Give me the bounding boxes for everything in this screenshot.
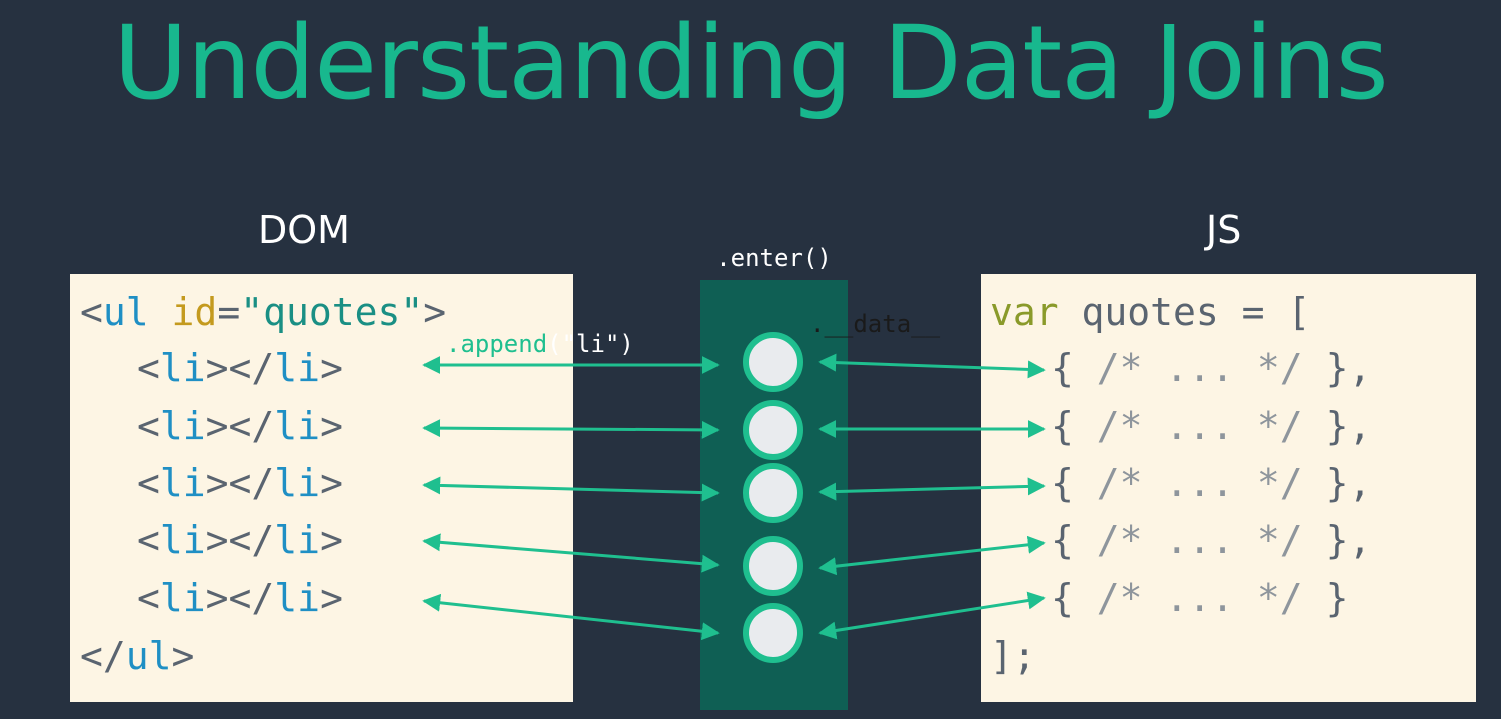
right-join-arrow — [818, 535, 1046, 576]
punct: { — [1051, 404, 1074, 448]
li-line: <li></li> — [137, 576, 343, 620]
identifier: quotes = [ — [1058, 290, 1311, 334]
punct: > — [320, 461, 343, 505]
punct: < — [137, 404, 160, 448]
tag-name: li — [274, 404, 321, 448]
tag-name: li — [159, 461, 206, 505]
punct: } — [1325, 576, 1349, 620]
punct: { — [1051, 576, 1074, 620]
append-args: ("li") — [547, 330, 634, 358]
punct: = — [217, 290, 241, 334]
punct: }, — [1325, 518, 1372, 562]
left-join-arrow — [422, 533, 720, 573]
punct: ></ — [205, 346, 275, 390]
punct: > — [171, 634, 195, 678]
punct: > — [320, 346, 343, 390]
comment: /* ... */ — [1073, 576, 1326, 620]
punct: }, — [1325, 461, 1372, 505]
js-object-line: { /* ... */ }, — [1051, 404, 1371, 448]
punct: < — [137, 346, 160, 390]
right-join-arrow — [818, 477, 1046, 501]
punct: { — [1051, 518, 1074, 562]
punct: < — [137, 461, 160, 505]
append-label: .append("li") — [446, 330, 634, 358]
left-join-arrow — [422, 419, 720, 439]
punct: > — [320, 518, 343, 562]
punct: ></ — [205, 404, 275, 448]
punct: > — [320, 576, 343, 620]
attr-name: id — [171, 290, 218, 334]
selection-node — [743, 400, 803, 460]
punct: < — [80, 290, 103, 334]
tag-name: li — [274, 518, 321, 562]
js-object-line: { /* ... */ }, — [1051, 461, 1371, 505]
comment: /* ... */ — [1073, 346, 1326, 390]
li-line: <li></li> — [137, 404, 343, 448]
comment: /* ... */ — [1073, 404, 1326, 448]
punct: ></ — [205, 518, 275, 562]
js-object-line: { /* ... */ }, — [1051, 346, 1371, 390]
attr-value: "quotes" — [240, 290, 424, 334]
page-title: Understanding Data Joins — [113, 4, 1389, 123]
tag-name: li — [274, 346, 321, 390]
js-heading: JS — [1206, 208, 1242, 252]
selection-node — [743, 536, 803, 596]
tag-name: li — [274, 576, 321, 620]
array-close-line: ]; — [990, 634, 1036, 678]
append-method: .append — [446, 330, 548, 358]
left-join-arrow — [422, 593, 720, 641]
var-declaration-line: var quotes = [ — [990, 290, 1310, 334]
comment: /* ... */ — [1073, 461, 1326, 505]
tag-name: ul — [125, 634, 172, 678]
tag-name: li — [159, 518, 206, 562]
ul-open-line: <ul id="quotes"> — [80, 290, 446, 334]
keyword: var — [990, 290, 1059, 334]
js-panel — [981, 274, 1476, 702]
li-line: <li></li> — [137, 518, 343, 562]
dom-heading: DOM — [258, 208, 350, 252]
tag-name: li — [159, 346, 206, 390]
js-object-line: { /* ... */ }, — [1051, 518, 1371, 562]
right-join-arrow — [818, 591, 1046, 640]
punct: > — [423, 290, 447, 334]
tag-name: ul — [102, 290, 149, 334]
punct: { — [1051, 461, 1074, 505]
punct: </ — [80, 634, 126, 678]
selection-node — [743, 332, 803, 392]
comment: /* ... */ — [1073, 518, 1326, 562]
punct: ></ — [205, 461, 275, 505]
ul-close-line: </ul> — [80, 634, 194, 678]
right-join-arrow — [818, 353, 1046, 379]
tag-name: li — [274, 461, 321, 505]
punct: < — [137, 576, 160, 620]
selection-node — [743, 603, 803, 663]
enter-label: .enter() — [716, 244, 832, 272]
li-line: <li></li> — [137, 461, 343, 505]
tag-name: li — [159, 404, 206, 448]
punct: { — [1051, 346, 1074, 390]
punct: > — [320, 404, 343, 448]
li-line: <li></li> — [137, 346, 343, 390]
punct: }, — [1325, 346, 1372, 390]
punct: }, — [1325, 404, 1372, 448]
js-object-line: { /* ... */ } — [1051, 576, 1348, 620]
punct: ></ — [205, 576, 275, 620]
left-join-arrow — [422, 476, 720, 502]
selection-node — [743, 463, 803, 523]
data-property-label: .__data__ — [810, 310, 941, 338]
tag-name: li — [159, 576, 206, 620]
punct: < — [137, 518, 160, 562]
